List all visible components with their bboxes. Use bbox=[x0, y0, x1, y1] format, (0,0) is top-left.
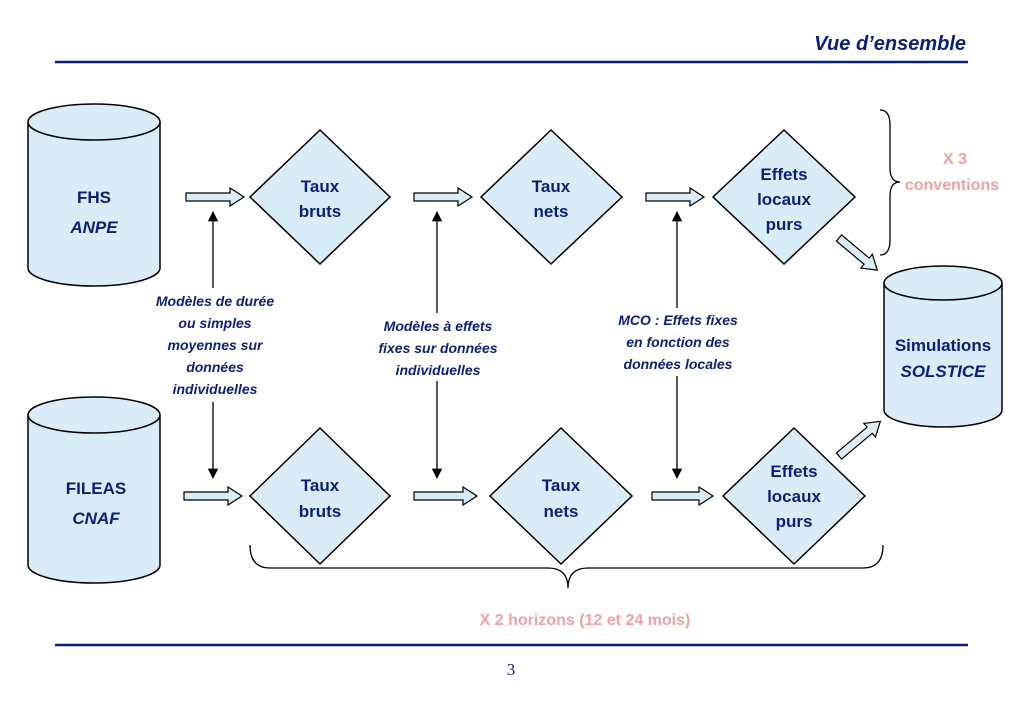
block-arrow-right bbox=[183, 485, 244, 507]
method-line: données bbox=[186, 359, 244, 375]
method-line: en fonction des bbox=[626, 334, 730, 350]
method-line: Modèles de durée bbox=[156, 293, 274, 309]
diamond-label: nets bbox=[544, 502, 579, 521]
method-line: données locales bbox=[624, 356, 733, 372]
block-arrow-diagonal-up bbox=[835, 420, 882, 460]
method-label-fixed-effects: Modèles à effets fixes sur données indiv… bbox=[378, 318, 497, 378]
diamond-label: locaux bbox=[757, 190, 811, 209]
cylinder-label-anpe: ANPE bbox=[69, 218, 118, 237]
diamond-top-effets-locaux: Effets locaux purs bbox=[711, 128, 857, 266]
diamond-label: locaux bbox=[767, 487, 821, 506]
diamond-top-taux-nets: Taux nets bbox=[479, 128, 624, 266]
diamond-label: bruts bbox=[299, 502, 342, 521]
cylinder-fileas-cnaf: FILEAS CNAF bbox=[27, 396, 161, 584]
diamond-label: purs bbox=[766, 215, 803, 234]
cylinder-label-fhs: FHS bbox=[77, 188, 111, 207]
diamond-bottom-effets-locaux: Effets locaux purs bbox=[721, 426, 867, 566]
block-arrow-right bbox=[413, 186, 474, 208]
diamond-label: Taux bbox=[301, 476, 340, 495]
brace-conventions bbox=[879, 109, 901, 256]
conventions-multiplier: X 3 bbox=[943, 151, 967, 168]
cylinder-label-fileas: FILEAS bbox=[66, 479, 126, 498]
brace-horizons bbox=[249, 544, 884, 589]
method-line: fixes sur données bbox=[378, 340, 497, 356]
diamond-label: bruts bbox=[299, 202, 342, 221]
method-line: MCO : Effets fixes bbox=[618, 312, 738, 328]
horizons-label: X 2 horizons (12 et 24 mois) bbox=[480, 612, 691, 629]
cylinder-label-simulations: Simulations bbox=[895, 336, 991, 355]
method-label-mco: MCO : Effets fixes en fonction des donné… bbox=[618, 312, 738, 372]
diamond-label: Taux bbox=[542, 476, 581, 495]
method-line: ou simples bbox=[178, 315, 251, 331]
page-title: Vue d’ensemble bbox=[814, 33, 966, 55]
method-line: individuelles bbox=[396, 362, 481, 378]
diamond-label: Effets bbox=[770, 462, 817, 481]
block-arrow-diagonal-down bbox=[835, 234, 879, 271]
cylinder-fhs-anpe: FHS ANPE bbox=[27, 103, 161, 287]
diamond-label: Taux bbox=[532, 177, 571, 196]
diamond-bottom-taux-bruts: Taux bruts bbox=[248, 426, 392, 566]
page-number: 3 bbox=[507, 660, 516, 679]
block-arrow-right bbox=[651, 485, 715, 507]
block-arrow-right bbox=[185, 186, 246, 208]
diamond-bottom-taux-nets: Taux nets bbox=[488, 426, 634, 566]
cylinder-label-cnaf: CNAF bbox=[72, 509, 120, 528]
method-line: Modèles à effets bbox=[384, 318, 493, 334]
diamond-top-taux-bruts: Taux bruts bbox=[248, 128, 392, 266]
cylinder-label-solstice: SOLSTICE bbox=[900, 362, 986, 381]
block-arrow-right bbox=[413, 485, 479, 507]
diamond-label: Taux bbox=[301, 177, 340, 196]
block-arrow-right bbox=[645, 186, 706, 208]
method-label-durations: Modèles de durée ou simples moyennes sur… bbox=[156, 293, 274, 397]
method-line: individuelles bbox=[173, 381, 258, 397]
cylinder-simulations-solstice: Simulations SOLSTICE bbox=[883, 265, 1003, 428]
conventions-label: conventions bbox=[905, 177, 999, 194]
diamond-label: Effets bbox=[760, 165, 807, 184]
method-line: moyennes sur bbox=[168, 337, 264, 353]
diamond-label: nets bbox=[534, 202, 569, 221]
diamond-label: purs bbox=[776, 512, 813, 531]
